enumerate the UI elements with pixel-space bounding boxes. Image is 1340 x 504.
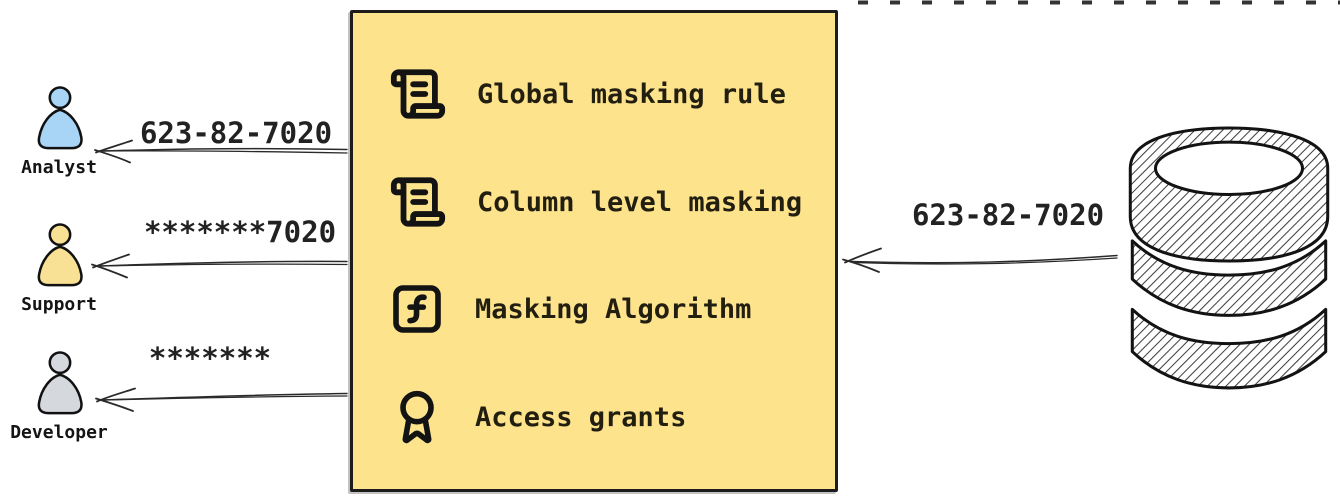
persona-support-label: Support: [21, 294, 97, 315]
developer-received-value: *******: [148, 341, 272, 375]
support-received-value: *******7020: [143, 215, 337, 249]
arrow-to-box: [842, 247, 1118, 273]
arrow-to-developer: [95, 387, 348, 412]
scroll-text-icon: [390, 69, 446, 119]
award-icon: [400, 390, 434, 444]
persona-developer: Developer: [0, 351, 124, 443]
policy-row-column-level-masking: Column level masking: [389, 173, 835, 231]
policy-label-masking-algorithm: Masking Algorithm: [475, 293, 752, 325]
persona-analyst-label: Analyst: [21, 157, 97, 178]
developer-person-icon: [37, 351, 83, 415]
masking-policy-box: Global masking rule Column level masking…: [350, 10, 838, 492]
analyst-person-icon: [37, 86, 83, 150]
scroll-text-icon: [390, 177, 446, 227]
function-square-icon: [393, 285, 441, 333]
persona-developer-label: Developer: [10, 422, 108, 443]
policy-row-access-grants: Access grants: [389, 387, 835, 447]
support-person-icon: [37, 223, 83, 287]
policy-row-masking-algorithm: Masking Algorithm: [389, 281, 835, 337]
policy-label-column-level-masking: Column level masking: [477, 186, 803, 218]
policy-row-global-masking-rule: Global masking rule: [389, 65, 835, 123]
policy-label-access-grants: Access grants: [475, 401, 687, 433]
policy-label-global-masking-rule: Global masking rule: [477, 78, 786, 110]
analyst-received-value: 623-82-7020: [139, 116, 333, 150]
persona-analyst: Analyst: [0, 86, 124, 178]
source-value: 623-82-7020: [911, 198, 1105, 232]
persona-support: Support: [0, 223, 124, 315]
database-icon: [1128, 126, 1330, 390]
arrow-to-support: [91, 253, 348, 279]
